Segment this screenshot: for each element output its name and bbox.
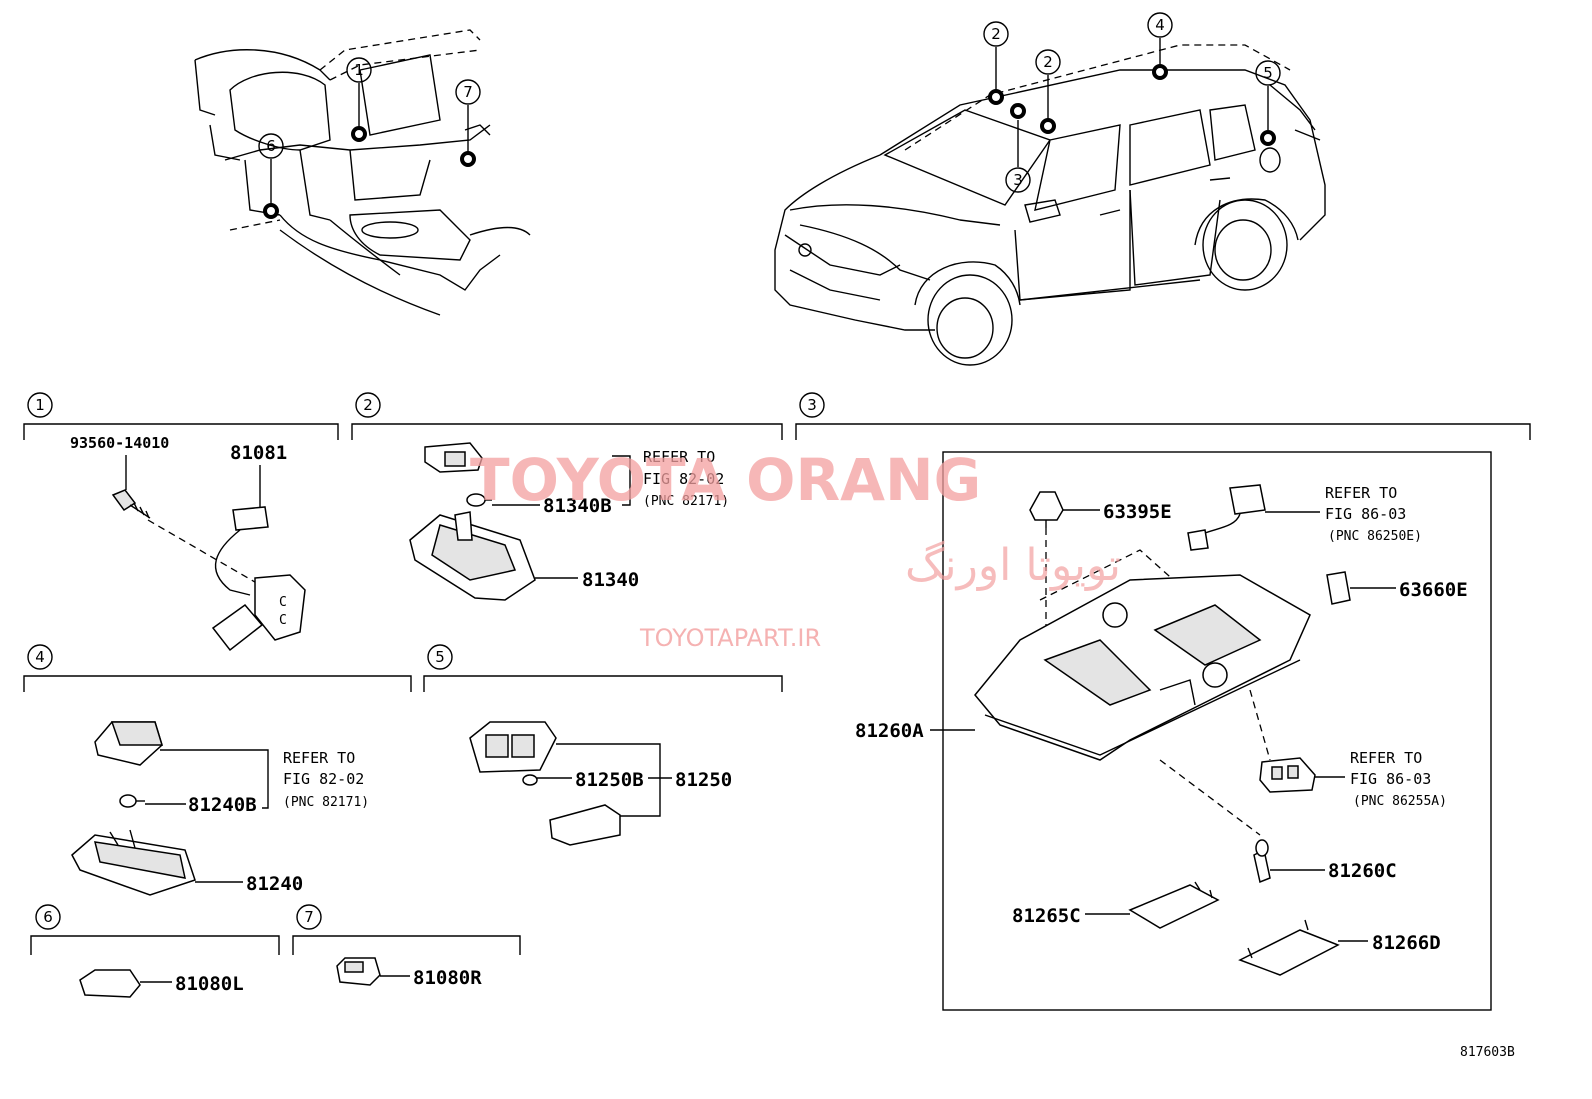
watermark-site: TOYOTAPART.IR <box>639 624 821 652</box>
svg-text:7: 7 <box>304 908 314 926</box>
svg-text:5: 5 <box>1263 64 1273 82</box>
callout-1: 1 <box>346 57 372 83</box>
part-number-81266D: 81266D <box>1372 932 1441 954</box>
section-4-label: 4 <box>27 644 53 670</box>
svg-text:1: 1 <box>354 61 364 79</box>
part-number-63395E: 63395E <box>1103 501 1172 523</box>
switch-connector-icon: C C <box>211 506 306 652</box>
svg-text:2: 2 <box>1043 53 1053 71</box>
svg-text:(PNC 82171): (PNC 82171) <box>283 795 369 810</box>
cargo-bulb-icon <box>522 774 538 786</box>
fuse-block-icon <box>1326 571 1351 605</box>
part-number-81081: 81081 <box>230 442 287 464</box>
section-2-label: 2 <box>355 392 381 418</box>
part-number-63660E: 63660E <box>1399 579 1468 601</box>
section-5-parts: 81250B 81250 <box>469 721 732 846</box>
svg-text:FIG 86-03: FIG 86-03 <box>1325 505 1406 523</box>
part-number-81260C: 81260C <box>1328 860 1397 882</box>
section-4-parts: REFER TO FIG 82-02 (PNC 82171) 81240B 81… <box>71 721 369 896</box>
bulb-small-icon <box>119 794 145 808</box>
svg-text:2: 2 <box>363 396 373 414</box>
callout-4: 4 <box>1147 12 1173 38</box>
svg-text:3: 3 <box>1013 171 1023 189</box>
clip-icon <box>1029 491 1064 528</box>
lamp-housing-icon <box>409 511 536 601</box>
svg-text:REFER TO: REFER TO <box>283 749 355 767</box>
svg-text:(PNC 82171): (PNC 82171) <box>643 494 729 509</box>
screw-icon <box>111 489 151 519</box>
svg-text:6: 6 <box>266 137 276 155</box>
svg-text:C: C <box>279 613 287 628</box>
connector-icon <box>1187 484 1266 551</box>
section-3-parts: 63395E REFER TO FIG 86-03 (PNC 86250E) 6… <box>855 451 1492 1011</box>
part-number-81240B: 81240B <box>188 794 257 816</box>
watermark-brand-persian: تویوتا اورنگ <box>905 540 1121 591</box>
callout-6: 6 <box>258 133 284 159</box>
wedge-bulb-icon <box>1253 839 1271 884</box>
svg-text:(PNC 86250E): (PNC 86250E) <box>1328 529 1422 544</box>
svg-text:REFER TO: REFER TO <box>643 448 715 466</box>
svg-text:3: 3 <box>807 396 817 414</box>
section-6-parts: 81080L <box>79 969 244 998</box>
part-number-93560-14010: 93560-14010 <box>70 434 169 452</box>
part-number-81340: 81340 <box>582 569 639 591</box>
figure-id: 817603B <box>1460 1045 1515 1060</box>
dome-lamp-assembly-icon <box>974 549 1311 761</box>
lens-right-icon <box>1238 919 1340 976</box>
section-2-parts: 81340B 81340 REFER TO FIG 82-02 (PNC 821… <box>409 442 729 601</box>
part-number-81260A: 81260A <box>855 720 924 742</box>
lamp-socket-icon <box>94 721 164 766</box>
section-7-label: 7 <box>296 904 322 930</box>
svg-text:REFER TO: REFER TO <box>1350 749 1422 767</box>
section-brackets: 1 2 3 4 5 6 7 <box>23 392 1531 955</box>
part-number-81080L: 81080L <box>175 973 244 995</box>
footwell-lamp-left-icon <box>79 969 141 998</box>
part-number-81265C: 81265C <box>1012 905 1081 927</box>
svg-text:FIG 82-02: FIG 82-02 <box>283 770 364 788</box>
interior-illustration <box>194 29 531 316</box>
footwell-lamp-right-icon <box>336 957 381 986</box>
callout-5: 5 <box>1255 60 1281 86</box>
lens-left-icon <box>1128 881 1220 929</box>
section-3-label: 3 <box>799 392 825 418</box>
part-number-81080R: 81080R <box>413 967 482 989</box>
svg-text:FIG 82-02: FIG 82-02 <box>643 470 724 488</box>
svg-text:(PNC 86255A): (PNC 86255A) <box>1353 794 1447 809</box>
part-number-81250B: 81250B <box>575 769 644 791</box>
watermark: TOYOTA ORANG تویوتا اورنگ TOYOTAPART.IR <box>470 446 1121 652</box>
callout-3: 3 <box>1005 167 1031 193</box>
callout-2b: 2 <box>1035 49 1061 75</box>
svg-text:2: 2 <box>991 25 1001 43</box>
connector-lower-icon <box>1259 757 1316 793</box>
part-number-81240: 81240 <box>246 873 303 895</box>
callout-2a: 2 <box>983 21 1009 47</box>
svg-text:FIG 86-03: FIG 86-03 <box>1350 770 1431 788</box>
callout-7: 7 <box>455 79 481 105</box>
cargo-lamp-housing-icon <box>469 721 557 773</box>
svg-text:4: 4 <box>35 648 45 666</box>
svg-text:4: 4 <box>1155 16 1165 34</box>
map-lamp-housing-icon <box>71 829 196 896</box>
socket-icon <box>424 442 483 473</box>
svg-text:REFER TO: REFER TO <box>1325 484 1397 502</box>
svg-text:5: 5 <box>435 648 445 666</box>
part-number-81340B: 81340B <box>543 495 612 517</box>
section-1-label: 1 <box>27 392 53 418</box>
svg-text:1: 1 <box>35 396 45 414</box>
cargo-lens-icon <box>549 804 621 846</box>
vehicle-illustration <box>774 44 1326 366</box>
svg-text:6: 6 <box>43 908 53 926</box>
section-7-parts: 81080R <box>336 957 482 989</box>
svg-text:C: C <box>279 595 287 610</box>
part-number-81250: 81250 <box>675 769 732 791</box>
bulb-icon <box>466 493 492 507</box>
section-6-label: 6 <box>35 904 61 930</box>
callout-markers: 1 7 6 2 2 3 4 5 <box>258 12 1281 219</box>
svg-text:7: 7 <box>463 83 473 101</box>
section-5-label: 5 <box>427 644 453 670</box>
watermark-brand: TOYOTA ORANG <box>470 446 981 514</box>
section-1-parts: C C 93560-14010 81081 <box>70 434 306 652</box>
